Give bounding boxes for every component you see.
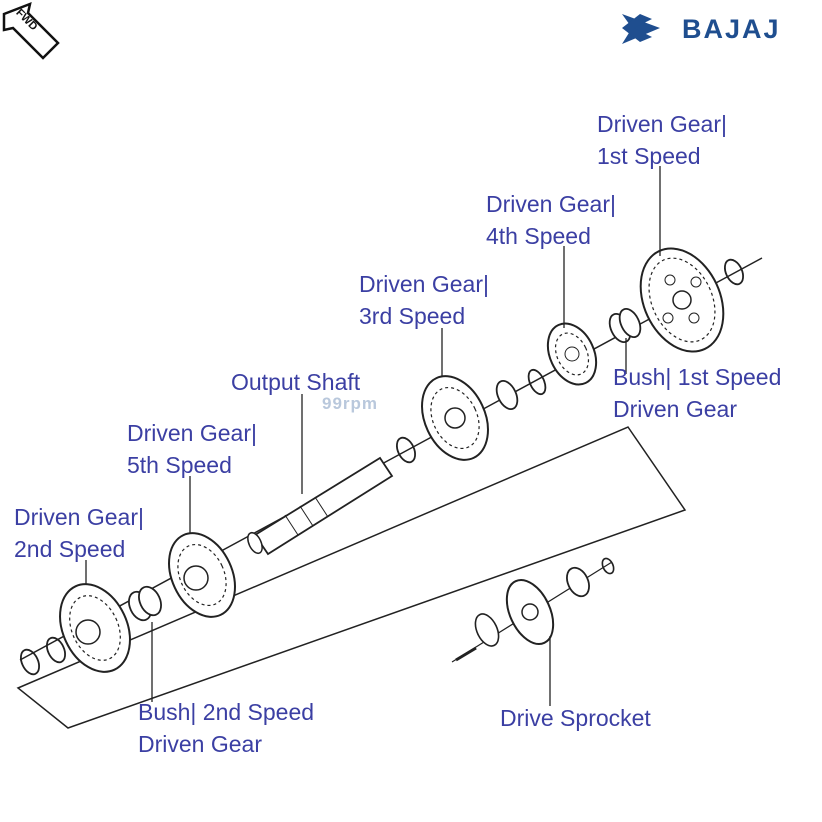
driven-gear-1st — [639, 247, 725, 353]
assembly-outline — [16, 426, 687, 729]
output-shaft-part — [247, 456, 394, 556]
circlip-4th-a — [527, 368, 547, 396]
label-driven-gear-2nd: Driven Gear| 2nd Speed — [14, 504, 144, 562]
driven-gear-2nd — [59, 583, 131, 673]
circlip-1st — [724, 258, 744, 286]
driven-gear-3rd — [421, 375, 489, 461]
watermark: 99rpm — [322, 394, 379, 413]
washer-3rd — [396, 436, 416, 464]
label-driven-gear-5th: Driven Gear| 5th Speed — [127, 420, 257, 478]
drive-sprocket-part — [505, 579, 555, 645]
circlip-2nd-a — [46, 636, 66, 664]
driven-gear-5th — [168, 532, 236, 618]
brand-wordmark: BAJAJ — [682, 14, 781, 44]
label-output-shaft: Output Shaft — [231, 369, 361, 395]
fwd-arrow-icon — [2, 1, 60, 60]
label-driven-gear-1st: Driven Gear| 1st Speed — [597, 111, 727, 169]
sprocket-retainer — [474, 613, 500, 647]
bajaj-logo-icon — [622, 14, 660, 44]
label-bush-1st: Bush| 1st Speed Driven Gear — [613, 364, 782, 422]
sprocket-bolt — [455, 646, 477, 662]
label-driven-gear-3rd: Driven Gear| 3rd Speed — [359, 271, 489, 329]
sprocket-collar — [566, 566, 590, 598]
label-drive-sprocket: Drive Sprocket — [500, 705, 651, 731]
driven-gear-4th — [546, 322, 598, 386]
label-driven-gear-4th: Driven Gear| 4th Speed — [486, 191, 616, 249]
sprocket-oring — [601, 557, 615, 575]
bush-2nd — [128, 585, 162, 622]
circlip-4th-b — [495, 379, 519, 411]
label-bush-2nd: Bush| 2nd Speed Driven Gear — [138, 699, 315, 757]
leader-lines — [85, 166, 661, 706]
circlip-2nd-b — [20, 648, 40, 676]
